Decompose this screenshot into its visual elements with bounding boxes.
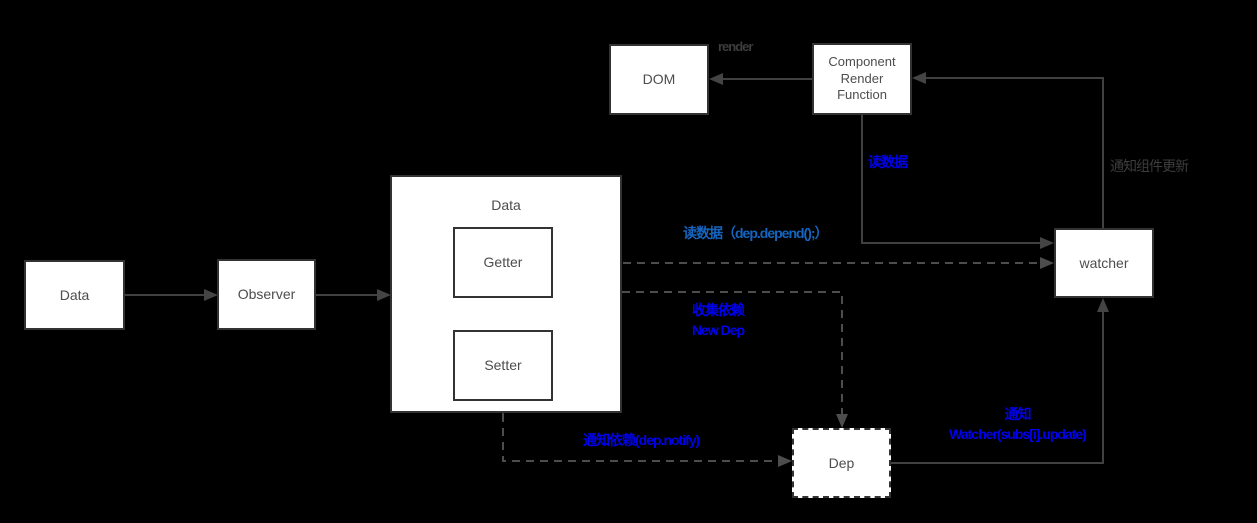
- arrowhead-left: [709, 73, 723, 85]
- node-label: Data: [59, 286, 90, 303]
- node-data-source[interactable]: Data: [24, 260, 125, 330]
- node-setter[interactable]: Setter: [453, 330, 553, 401]
- edge-label-notify-dep: 通知依赖(dep.notify): [583, 432, 700, 448]
- edge-label-line: 收集依赖: [692, 302, 745, 318]
- edge-setter-to-dep: [502, 414, 778, 462]
- node-dom[interactable]: DOM: [609, 44, 709, 115]
- arrowhead-left: [912, 72, 926, 84]
- node-observer[interactable]: Observer: [217, 259, 316, 330]
- arrowhead-right: [1040, 237, 1054, 249]
- node-dep[interactable]: Dep: [792, 428, 891, 498]
- edge-watcher-to-render: [926, 77, 1104, 228]
- arrowhead-up: [1097, 298, 1109, 312]
- edge-label-notify-watcher: 通知 Watcher(subs[i].update): [930, 405, 1105, 444]
- edge-label-collect-dep: 收集依赖 New Dep: [648, 301, 788, 340]
- edge-data-to-dep: [622, 291, 843, 414]
- edge-dep-to-watcher: [891, 312, 1104, 464]
- node-label: Dep: [828, 454, 855, 471]
- node-label: Component Render Function: [828, 53, 896, 103]
- arrowhead-right: [778, 455, 792, 467]
- node-getter[interactable]: Getter: [453, 227, 553, 298]
- edge-label-read-data-depend: 读数据（dep.depend();）: [683, 225, 829, 241]
- dashed-connectors: [502, 257, 1054, 467]
- edge-label-render: render: [718, 39, 753, 54]
- node-component-render-function[interactable]: Component Render Function: [812, 43, 912, 115]
- container-title: Data: [491, 197, 521, 213]
- arrowhead-right: [377, 289, 391, 301]
- edge-label-notify-component: 通知组件更新: [1110, 158, 1189, 174]
- edge-label-read-data: 读数据: [868, 154, 908, 170]
- edge-label-line: Watcher(subs[i].update): [949, 425, 1087, 442]
- node-label: watcher: [1079, 254, 1129, 271]
- edge-render-to-watcher: [861, 115, 1040, 244]
- arrowhead-right: [204, 289, 218, 301]
- node-label: Observer: [237, 286, 296, 303]
- node-watcher[interactable]: watcher: [1054, 228, 1154, 298]
- edge-label-line: 通知: [1004, 406, 1032, 422]
- arrowhead-down: [836, 414, 848, 428]
- node-label: DOM: [642, 71, 676, 88]
- arrowhead-right: [1040, 257, 1054, 269]
- edge-label-line: New Dep: [691, 321, 745, 338]
- node-label: Getter: [483, 254, 523, 271]
- node-label: Setter: [484, 357, 522, 374]
